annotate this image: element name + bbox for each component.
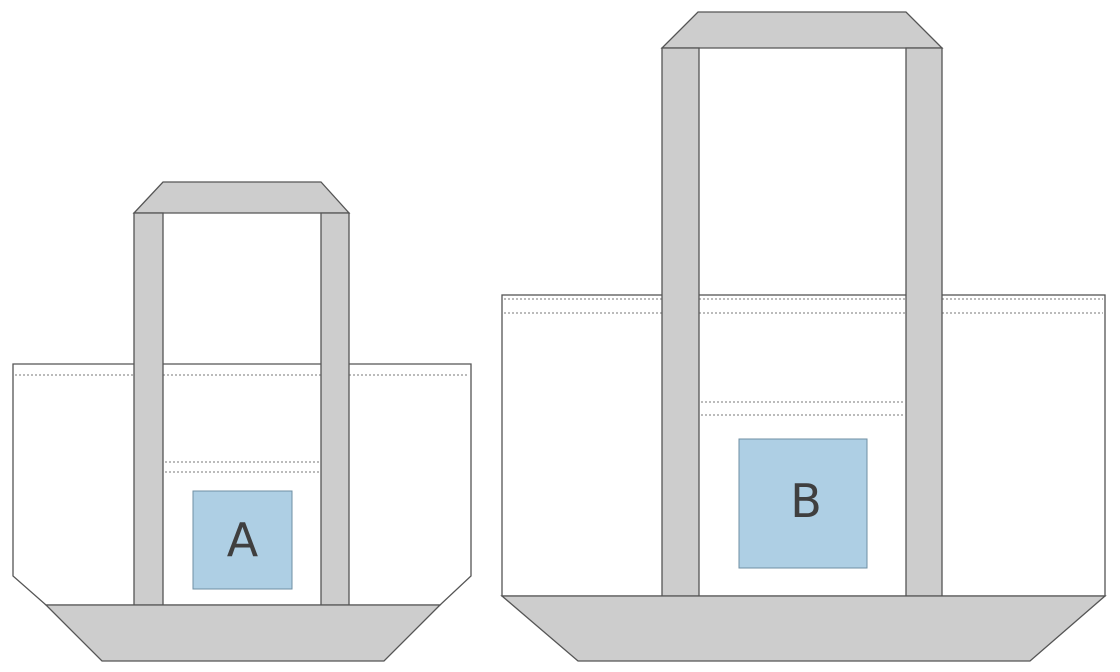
bag-small-base [44, 604, 442, 662]
bag-small-handle-strap-right [320, 212, 350, 606]
print-area-b [738, 438, 868, 569]
bag-large: B [500, 11, 1107, 662]
print-area-label-b: B [790, 474, 822, 528]
bag-large-handle-top [660, 11, 944, 49]
print-area-label-a: A [227, 513, 259, 567]
bag-small-handle-top [132, 181, 351, 214]
bag-large-base [500, 595, 1107, 662]
bag-small: A [12, 181, 472, 662]
bag-large-handle-strap-right [905, 47, 943, 597]
bag-large-handle-strap-left [661, 47, 700, 597]
print-area-a [192, 490, 293, 590]
bag-small-handle-strap-left [133, 212, 164, 606]
